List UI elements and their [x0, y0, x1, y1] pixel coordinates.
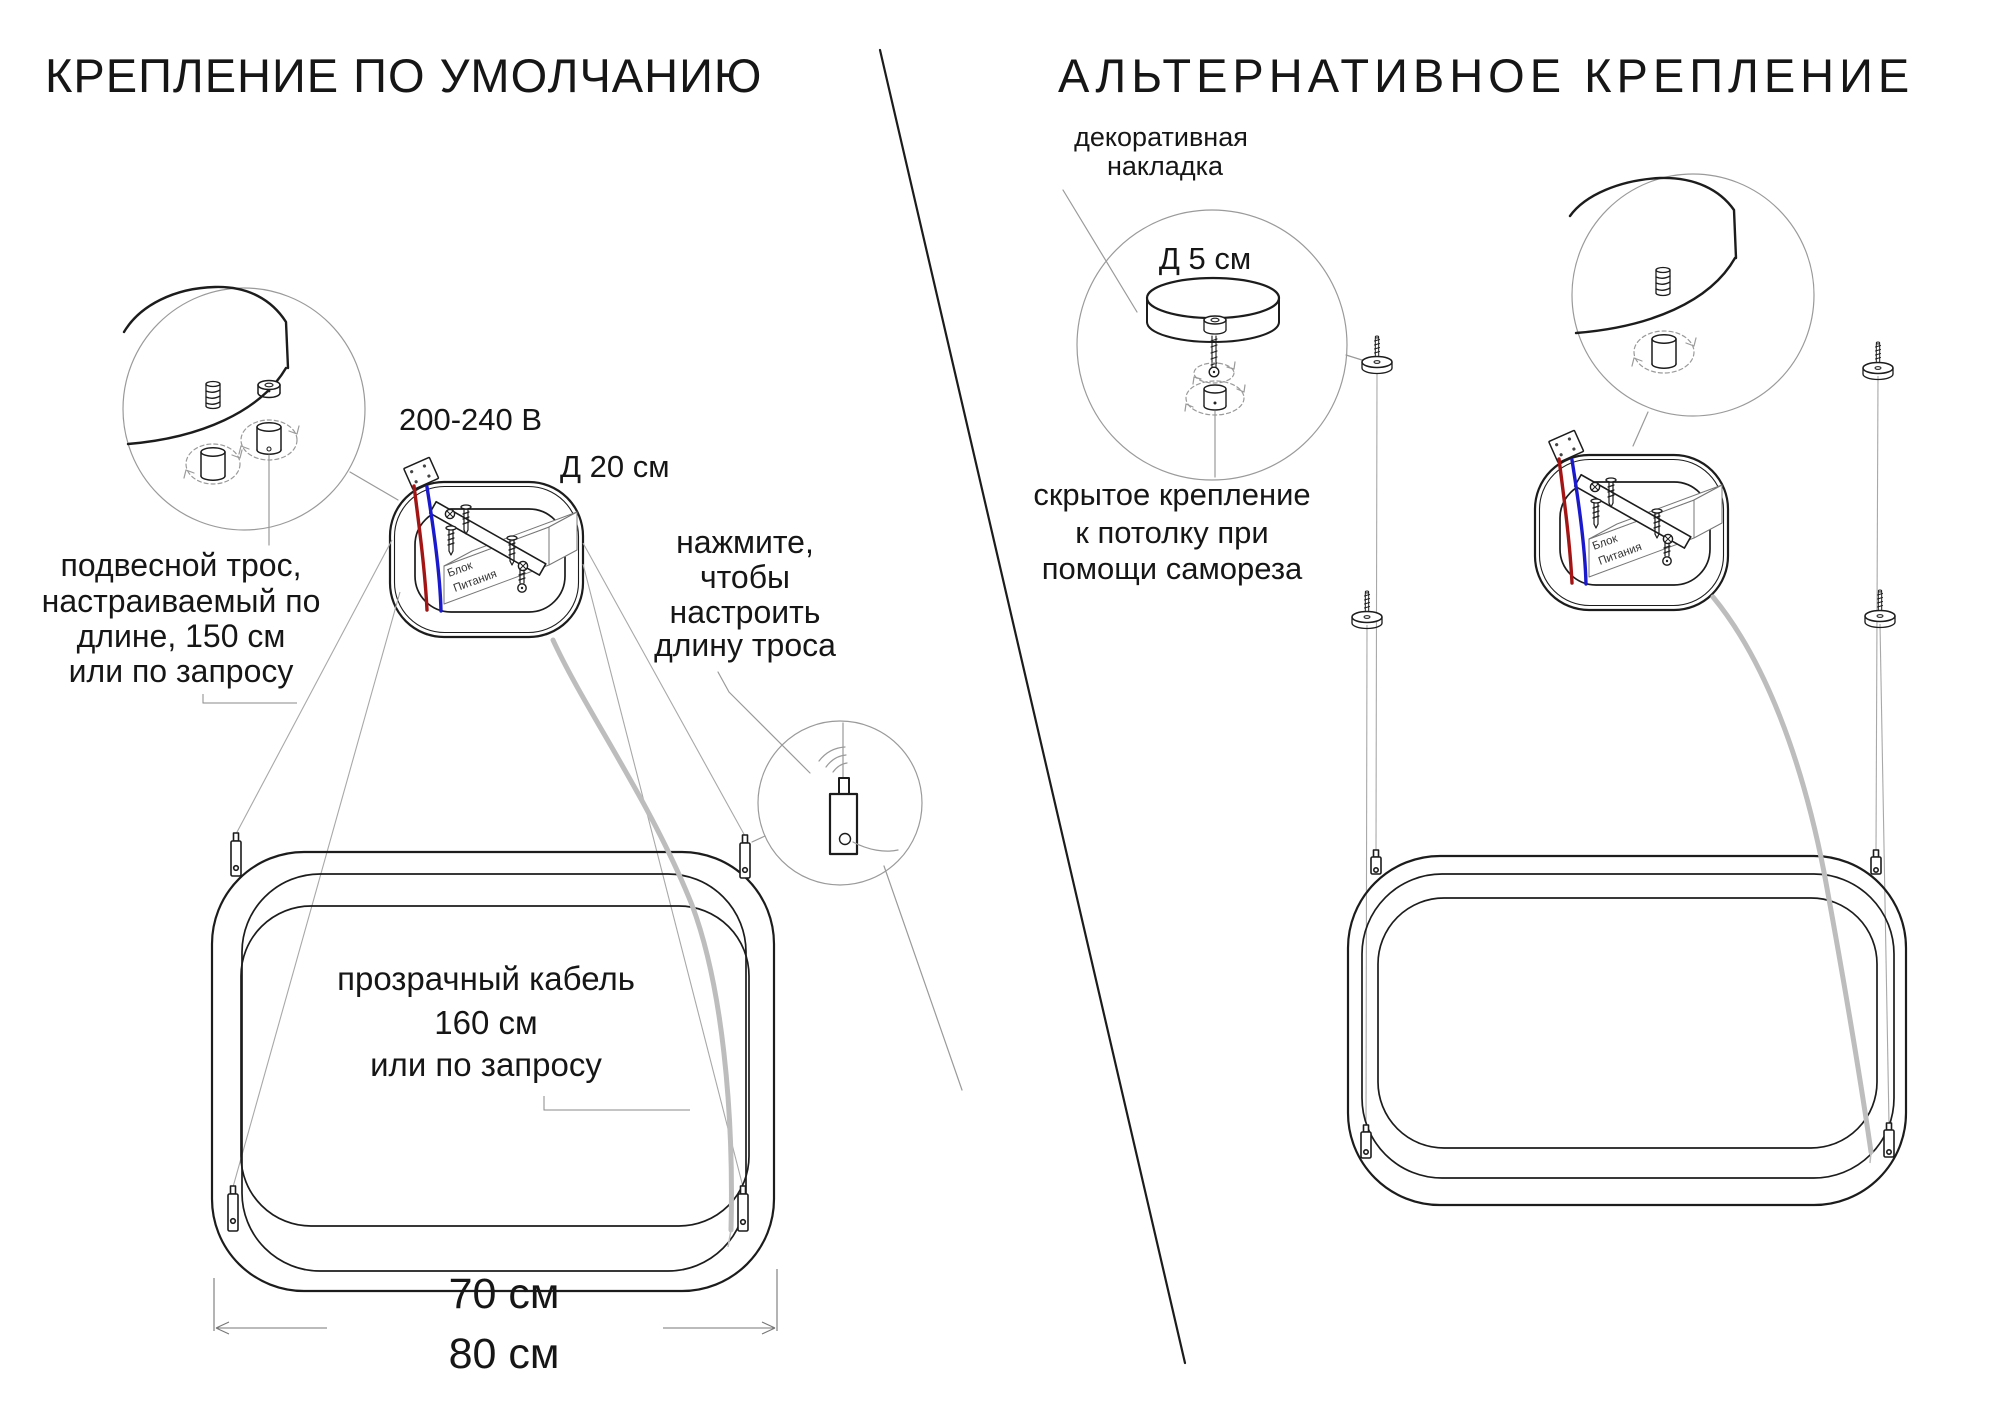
svg-text:чтобы: чтобы [700, 559, 790, 595]
ceiling-disc-icons [1351, 335, 1896, 630]
svg-text:160 см: 160 см [434, 1004, 537, 1041]
adjuster-note: нажмите, чтобы настроить длину троса [654, 524, 836, 663]
detail-leader-line [349, 471, 399, 501]
svg-text:длину троса: длину троса [654, 627, 836, 663]
svg-text:декоративная: декоративная [1074, 122, 1248, 152]
left-lamp-frame [210, 850, 776, 1293]
cover-diameter-label: Д 5 см [1159, 241, 1251, 276]
cable-gripper-icons-right [1360, 849, 1895, 1159]
rotating-lock-cylinder-icon [1631, 330, 1697, 374]
left-canopy-detail-circle [122, 285, 399, 546]
panel-divider-line [878, 48, 1187, 1365]
svg-text:или по запросу: или по запросу [69, 653, 294, 689]
svg-text:к потолку при: к потолку при [1075, 515, 1268, 550]
left-canopy-drawing [388, 455, 585, 639]
adjuster-note-leader [717, 671, 811, 774]
right-canopy-detail-circle [1568, 173, 1815, 447]
spring-icon [1655, 266, 1671, 297]
left-transparent-cable [550, 637, 734, 1248]
svg-text:или по запросу: или по запросу [370, 1046, 602, 1083]
cover-label-leader [1062, 189, 1138, 313]
voltage-label: 200-240 В [399, 402, 542, 437]
spring-icon [205, 380, 221, 410]
rotating-lock-cylinder-icon [238, 419, 300, 461]
cable-adjuster-detail-circle [717, 671, 963, 1091]
left-suspension-cables [232, 539, 746, 1188]
mount-note: скрытое крепление к потолку при помощи с… [1033, 477, 1310, 586]
right-drop-cables [1365, 373, 1890, 1127]
width-dimension [213, 1269, 778, 1335]
dimension-80cm: 80 см [449, 1330, 560, 1378]
svg-text:помощи самореза: помощи самореза [1042, 551, 1303, 586]
svg-text:настраиваемый по: настраиваемый по [42, 583, 321, 619]
right-canopy-drawing [1533, 428, 1730, 612]
right-transparent-cable [1710, 594, 1874, 1164]
grommet-icon [257, 379, 281, 399]
svg-text:прозрачный кабель: прозрачный кабель [337, 960, 635, 997]
cover-label: декоративная накладка [1074, 122, 1248, 181]
left-panel-title: КРЕПЛЕНИЕ ПО УМОЛЧАНИЮ [45, 49, 762, 102]
svg-text:накладка: накладка [1107, 151, 1224, 181]
dimension-70cm: 70 см [449, 1270, 560, 1318]
svg-text:подвесной трос,: подвесной трос, [61, 547, 302, 583]
svg-text:настроить: настроить [670, 594, 821, 630]
suspension-note: подвесной трос, настраиваемый по длине, … [42, 547, 321, 689]
svg-text:нажмите,: нажмите, [676, 524, 814, 560]
svg-text:длине, 150 см: длине, 150 см [77, 618, 286, 654]
cable-note: прозрачный кабель 160 см или по запросу [337, 960, 635, 1083]
detail-leader-line [1632, 411, 1649, 447]
cable-gripper-icons-left [227, 832, 751, 1232]
rotating-lock-cylinder-icon [183, 443, 243, 485]
detail-to-disc-leader [1345, 354, 1363, 361]
decorative-cover-detail-circle: Д 5 см [1076, 209, 1348, 481]
right-panel-title: АЛЬТЕРНАТИВНОЕ КРЕПЛЕНИЕ [1058, 49, 1914, 102]
svg-text:скрытое крепление: скрытое крепление [1033, 477, 1310, 512]
right-lamp-frame [1346, 854, 1908, 1207]
suspension-note-leader [202, 694, 297, 704]
cable-note-leader [543, 1096, 690, 1111]
canopy-diameter-label: Д 20 см [560, 449, 670, 484]
